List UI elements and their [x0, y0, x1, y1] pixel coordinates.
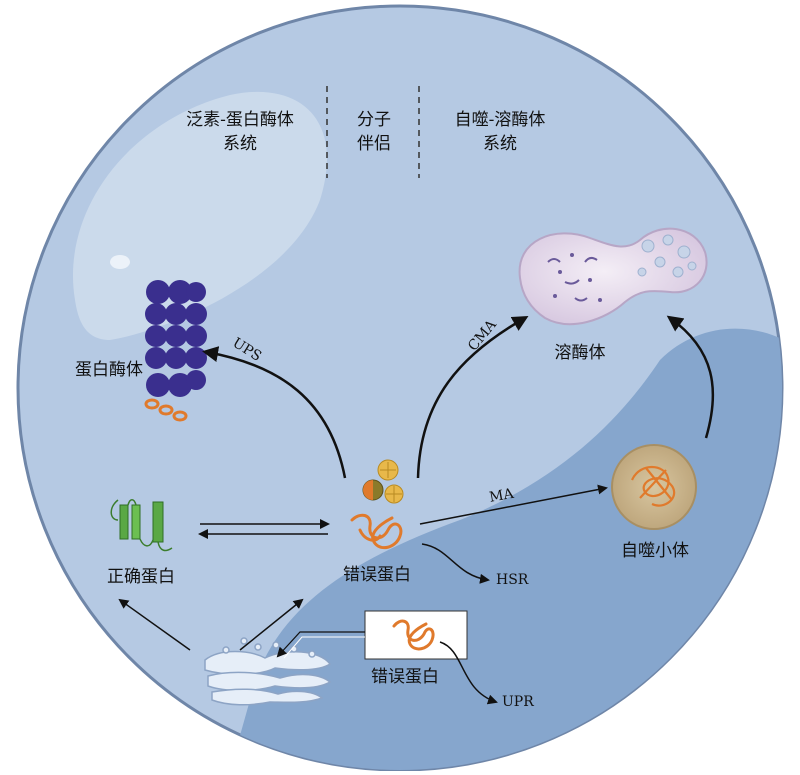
er-protein-box	[364, 610, 468, 660]
correct-protein-icon	[110, 499, 173, 552]
header-chaperone-line2: 伴侣	[357, 134, 391, 154]
edge-label-upr: UPR	[502, 694, 534, 710]
peptide-fragments-icon	[144, 398, 188, 422]
label-er-misfolded-protein: 错误蛋白	[371, 667, 439, 687]
label-misfolded-protein: 错误蛋白	[343, 565, 411, 585]
header-chaperone: 分子 伴侣	[338, 108, 410, 156]
edge-label-hsr: HSR	[496, 572, 529, 588]
er-icon	[204, 637, 332, 706]
label-lysosome: 溶酶体	[554, 343, 606, 363]
header-autophagy: 自噬-溶酶体 系统	[430, 108, 570, 156]
header-autophagy-line1: 自噬-溶酶体	[454, 110, 546, 130]
ups-arrow	[202, 346, 347, 479]
hsr-arrow	[421, 543, 490, 584]
header-ups-line2: 系统	[223, 134, 257, 154]
highlight-dot	[110, 255, 130, 269]
inner-region	[230, 328, 782, 770]
header-ups: 泛素-蛋白酶体 系统	[160, 108, 320, 156]
box-to-er-arrow	[276, 631, 365, 658]
autophagosome-to-lysosome-arrow	[666, 315, 715, 439]
er-to-misfolded-arrow	[239, 598, 304, 651]
lysosome-icon	[518, 227, 708, 326]
misfolded-protein-icon	[350, 513, 403, 550]
chaperone-icon	[362, 459, 404, 504]
label-autophagosome: 自噬小体	[621, 541, 689, 561]
header-chaperone-line1: 分子	[357, 110, 391, 130]
cma-arrow	[416, 316, 529, 479]
glossy-highlight	[72, 91, 327, 341]
header-ups-line1: 泛素-蛋白酶体	[186, 110, 294, 130]
ma-arrow	[419, 484, 608, 525]
proteasome-icon	[145, 280, 207, 397]
label-proteasome: 蛋白酶体	[75, 360, 143, 380]
autophagosome-icon	[611, 444, 697, 530]
upr-arrow	[439, 641, 498, 705]
er-to-correct-arrow	[118, 598, 191, 651]
box-to-er-arrow-inner	[283, 636, 365, 659]
label-correct-protein: 正确蛋白	[107, 567, 175, 587]
header-autophagy-line2: 系统	[483, 134, 517, 154]
er-misfolded-protein-icon	[392, 619, 435, 651]
